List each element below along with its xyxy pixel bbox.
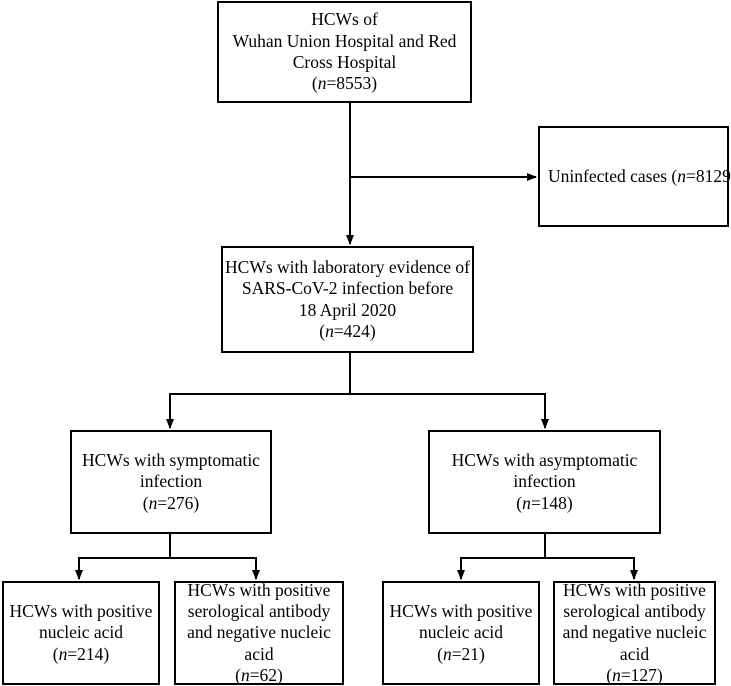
box-text-line: HCWs with asymptomatic [451, 449, 638, 470]
box-text-line: HCWs with positive [389, 600, 533, 621]
box-text-line: serological antibody [187, 600, 331, 621]
box-text-line: Cross Hospital [292, 52, 397, 72]
box-text-line: SARS-CoV-2 infection before [241, 278, 454, 299]
box-text-line: acid [244, 643, 274, 664]
count-line: (n=21) [437, 643, 485, 664]
box-symp-serological-antibody: HCWs with positive serological antibody … [174, 579, 344, 686]
box-symptomatic: HCWs with symptomatic infection (n=276) [70, 430, 272, 534]
box-text-line: and negative nucleic [187, 622, 331, 643]
box-asymptomatic: HCWs with asymptomatic infection (n=148) [428, 430, 661, 534]
box-uninfected-cases: Uninfected cases (n=8129) [538, 126, 731, 227]
box-text-line: serological antibody [563, 600, 706, 621]
box-text-line: 18 April 2020 [298, 299, 397, 320]
box-text-line: infection [513, 471, 576, 492]
box-total-hcws: HCWs of Wuhan Union Hospital and Red Cro… [217, 1, 472, 103]
box-text-line: HCWs with symptomatic [82, 449, 260, 470]
box-text-line: Wuhan Union Hospital and Red [232, 30, 457, 51]
box-text-line: HCWs with positive [9, 600, 153, 621]
box-asymp-positive-nucleic: HCWs with positive nucleic acid (n=21) [382, 581, 540, 685]
box-text-line: HCWs with laboratory evidence of [225, 256, 470, 277]
count-line: (n=127) [606, 665, 663, 686]
box-lab-evidence: HCWs with laboratory evidence of SARS-Co… [221, 246, 474, 353]
count-line: (n=276) [142, 492, 200, 513]
count-line: (n=214) [52, 643, 110, 664]
box-text-line: acid [619, 643, 650, 664]
box-text-line: and negative nucleic [562, 622, 707, 643]
box-text-line: infection [139, 471, 203, 492]
box-text-line: nucleic acid [418, 622, 504, 643]
box-symp-positive-nucleic: HCWs with positive nucleic acid (n=214) [2, 581, 160, 685]
box-text-line: nucleic acid [38, 622, 124, 643]
count-line: (n=148) [516, 492, 573, 513]
count-line: (n=8553) [311, 73, 378, 94]
box-text-line: HCWs of [311, 9, 378, 30]
box-text-line: Uninfected cases (n=8129) [548, 165, 731, 186]
count-line: (n=62) [235, 665, 283, 686]
count-line: (n=424) [319, 320, 376, 341]
box-text-line: HCWs with positive [563, 579, 706, 600]
box-text-line: HCWs with positive [187, 579, 331, 600]
box-asymp-serological-antibody: HCWs with positive serological antibody … [553, 579, 716, 686]
